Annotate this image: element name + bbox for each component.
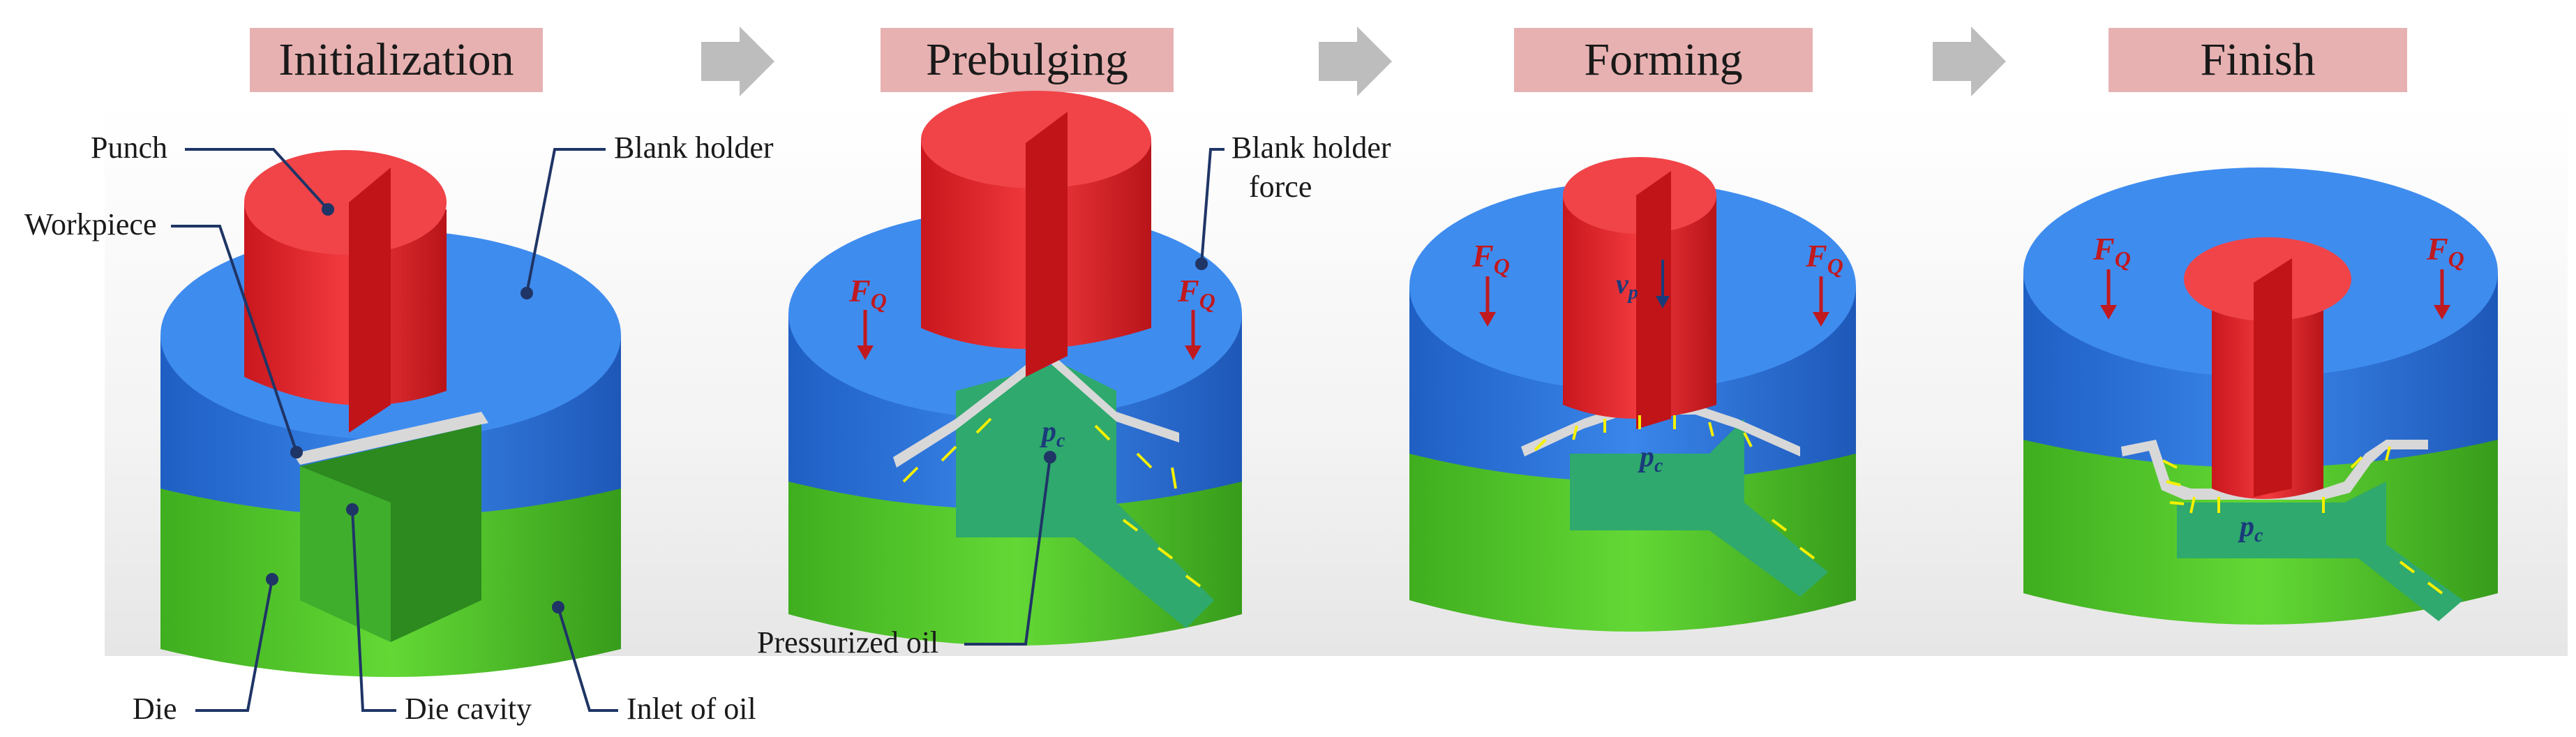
stage-label: Finish [2200,34,2316,85]
workpiece-finished [2121,440,2428,500]
pressure-symbol: pc [1638,441,1663,477]
force-symbol: F [848,273,871,308]
stage-initialization: Initialization [250,28,543,92]
workpiece-formed [1521,405,1800,456]
pressure-arrows [2162,446,2443,595]
force-symbol: F [2092,231,2115,267]
blank-holder-force-left: FQ [2092,231,2131,320]
label-punch: Punch [91,131,334,216]
process-arrow [1933,27,2006,96]
punch [244,202,447,405]
assembly-finish [2023,168,2498,625]
label-text: Workpiece [24,207,156,241]
punch-top [244,150,447,255]
label-die: Die [133,573,278,726]
pressure-symbol: pc [2238,511,2263,546]
label-blank-holder: Blank holder [521,131,774,299]
label-text: Pressurized oil [757,625,938,660]
force-subscript: Q [1494,253,1510,278]
assembly-forming [1409,157,1856,632]
label-blank-holder-force: Blank holder force [1195,131,1391,270]
blank-holder-force-left: FQ [848,273,887,360]
svg-text:FQ: FQ [1177,273,1215,313]
process-arrow [701,27,774,96]
pressure-arrows [1534,415,1815,560]
svg-text:FQ: FQ [2092,231,2131,271]
process-arrow [1319,27,1392,96]
force-subscript: Q [2448,246,2464,271]
label-inlet-of-oil: Inlet of oil [552,601,756,726]
force-symbol: F [1177,273,1199,308]
label-die-cavity: Die cavity [346,503,532,726]
die-cavity-wall [300,466,391,642]
punch-cut [349,168,391,433]
blank-holder-force-left: FQ [1472,238,1510,327]
label-text: Blank holder [614,131,774,165]
force-subscript: Q [1199,288,1215,313]
svg-text:FQ: FQ [848,273,887,313]
workpiece [293,412,488,465]
force-symbol: F [1805,238,1827,274]
svg-text:FQ: FQ [1805,238,1843,278]
velocity-symbol: v [1616,268,1629,299]
assembly-prebulging [788,91,1242,646]
label-text: Blank holder [1231,131,1391,165]
pressurized-oil-region [956,363,1214,628]
stage-prebulging: Prebulging [881,28,1174,92]
label-text: Inlet of oil [627,692,756,726]
svg-text:vp: vp [1616,268,1638,304]
label-text: Die cavity [405,692,532,726]
blank-holder-force-right: FQ [1177,273,1215,360]
punch-cut [2254,258,2292,497]
pressure-arrows [902,417,1201,588]
stage-label: Forming [1584,34,1743,85]
force-symbol: F [2426,231,2448,267]
label-text: force [1249,170,1312,204]
label-workpiece: Workpiece [24,207,303,459]
punch-cut [1636,171,1671,429]
force-subscript: Q [871,288,887,313]
stage-finish: Finish [2109,28,2407,92]
label-pressurized-oil: Pressurized oil [757,451,1056,660]
force-subscript: Q [1827,253,1843,278]
label-text: Punch [91,131,167,165]
stage-label: Initialization [278,34,514,85]
pressure-symbol: pc [1040,416,1065,452]
stage-label: Prebulging [926,34,1128,85]
pressurized-oil-region [1570,419,1828,597]
label-text: Die [133,692,177,726]
punch-cut [1026,112,1068,377]
velocity-subscript: p [1627,282,1638,304]
blank-holder-force-right: FQ [2426,231,2464,320]
blank-holder-force-right: FQ [1805,238,1843,327]
svg-text:FQ: FQ [2426,231,2464,271]
assembly-initialization [160,150,621,677]
punch-velocity: vp [1616,260,1670,308]
force-symbol: F [1472,238,1494,274]
force-subscript: Q [2115,246,2131,271]
pressurized-oil-region [2177,482,2463,621]
stage-forming: Forming [1514,28,1813,92]
svg-text:FQ: FQ [1472,238,1510,278]
